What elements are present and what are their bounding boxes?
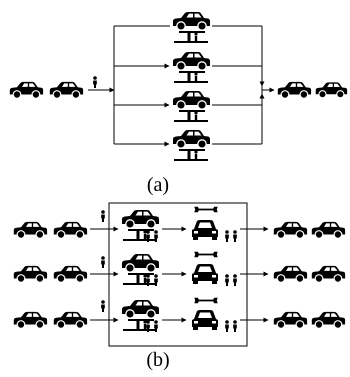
pipeline-row bbox=[13, 251, 346, 286]
car-icon bbox=[311, 221, 346, 239]
car-lift-icon bbox=[173, 12, 210, 43]
car-lift-icon bbox=[173, 52, 210, 83]
person-icon bbox=[101, 256, 105, 268]
car-front-icon bbox=[192, 310, 218, 330]
diagram-b bbox=[13, 202, 346, 347]
caption-a: (a) bbox=[146, 174, 170, 196]
lift-row bbox=[114, 130, 262, 161]
pipeline-row bbox=[13, 206, 346, 242]
car-icon bbox=[13, 265, 48, 283]
car-icon bbox=[9, 81, 44, 99]
person-icon bbox=[93, 76, 97, 88]
person-icon bbox=[225, 320, 229, 332]
wrench-icon bbox=[194, 297, 218, 304]
lift-row bbox=[114, 12, 262, 43]
person-icon bbox=[225, 230, 229, 242]
car-icon bbox=[49, 81, 84, 99]
person-icon bbox=[233, 230, 237, 242]
car-icon bbox=[13, 311, 48, 329]
diagram-a bbox=[9, 12, 348, 161]
person-icon bbox=[233, 320, 237, 332]
caption-b: (b) bbox=[146, 349, 170, 371]
wrench-icon bbox=[194, 251, 218, 258]
person-icon bbox=[101, 210, 105, 222]
car-icon bbox=[53, 311, 88, 329]
lift-row bbox=[114, 52, 262, 83]
person-icon bbox=[225, 274, 229, 286]
car-icon bbox=[277, 81, 312, 99]
car-icon bbox=[311, 265, 346, 283]
person-icon bbox=[101, 300, 105, 312]
pipeline-row bbox=[13, 297, 346, 332]
car-icon bbox=[311, 311, 346, 329]
car-lift-icon bbox=[122, 210, 159, 241]
car-lift-icon bbox=[122, 254, 159, 285]
car-icon bbox=[53, 221, 88, 239]
car-front-icon bbox=[192, 220, 218, 240]
person-icon bbox=[233, 274, 237, 286]
car-lift-icon bbox=[173, 130, 210, 161]
car-icon bbox=[273, 221, 308, 239]
car-icon bbox=[53, 265, 88, 283]
car-front-icon bbox=[192, 264, 218, 284]
car-icon bbox=[273, 265, 308, 283]
lift-row bbox=[114, 91, 262, 122]
car-lift-icon bbox=[173, 91, 210, 122]
car-icon bbox=[273, 311, 308, 329]
car-lift-icon bbox=[122, 300, 159, 331]
car-icon bbox=[315, 81, 348, 99]
wrench-icon bbox=[194, 206, 218, 213]
car-icon bbox=[13, 221, 48, 239]
